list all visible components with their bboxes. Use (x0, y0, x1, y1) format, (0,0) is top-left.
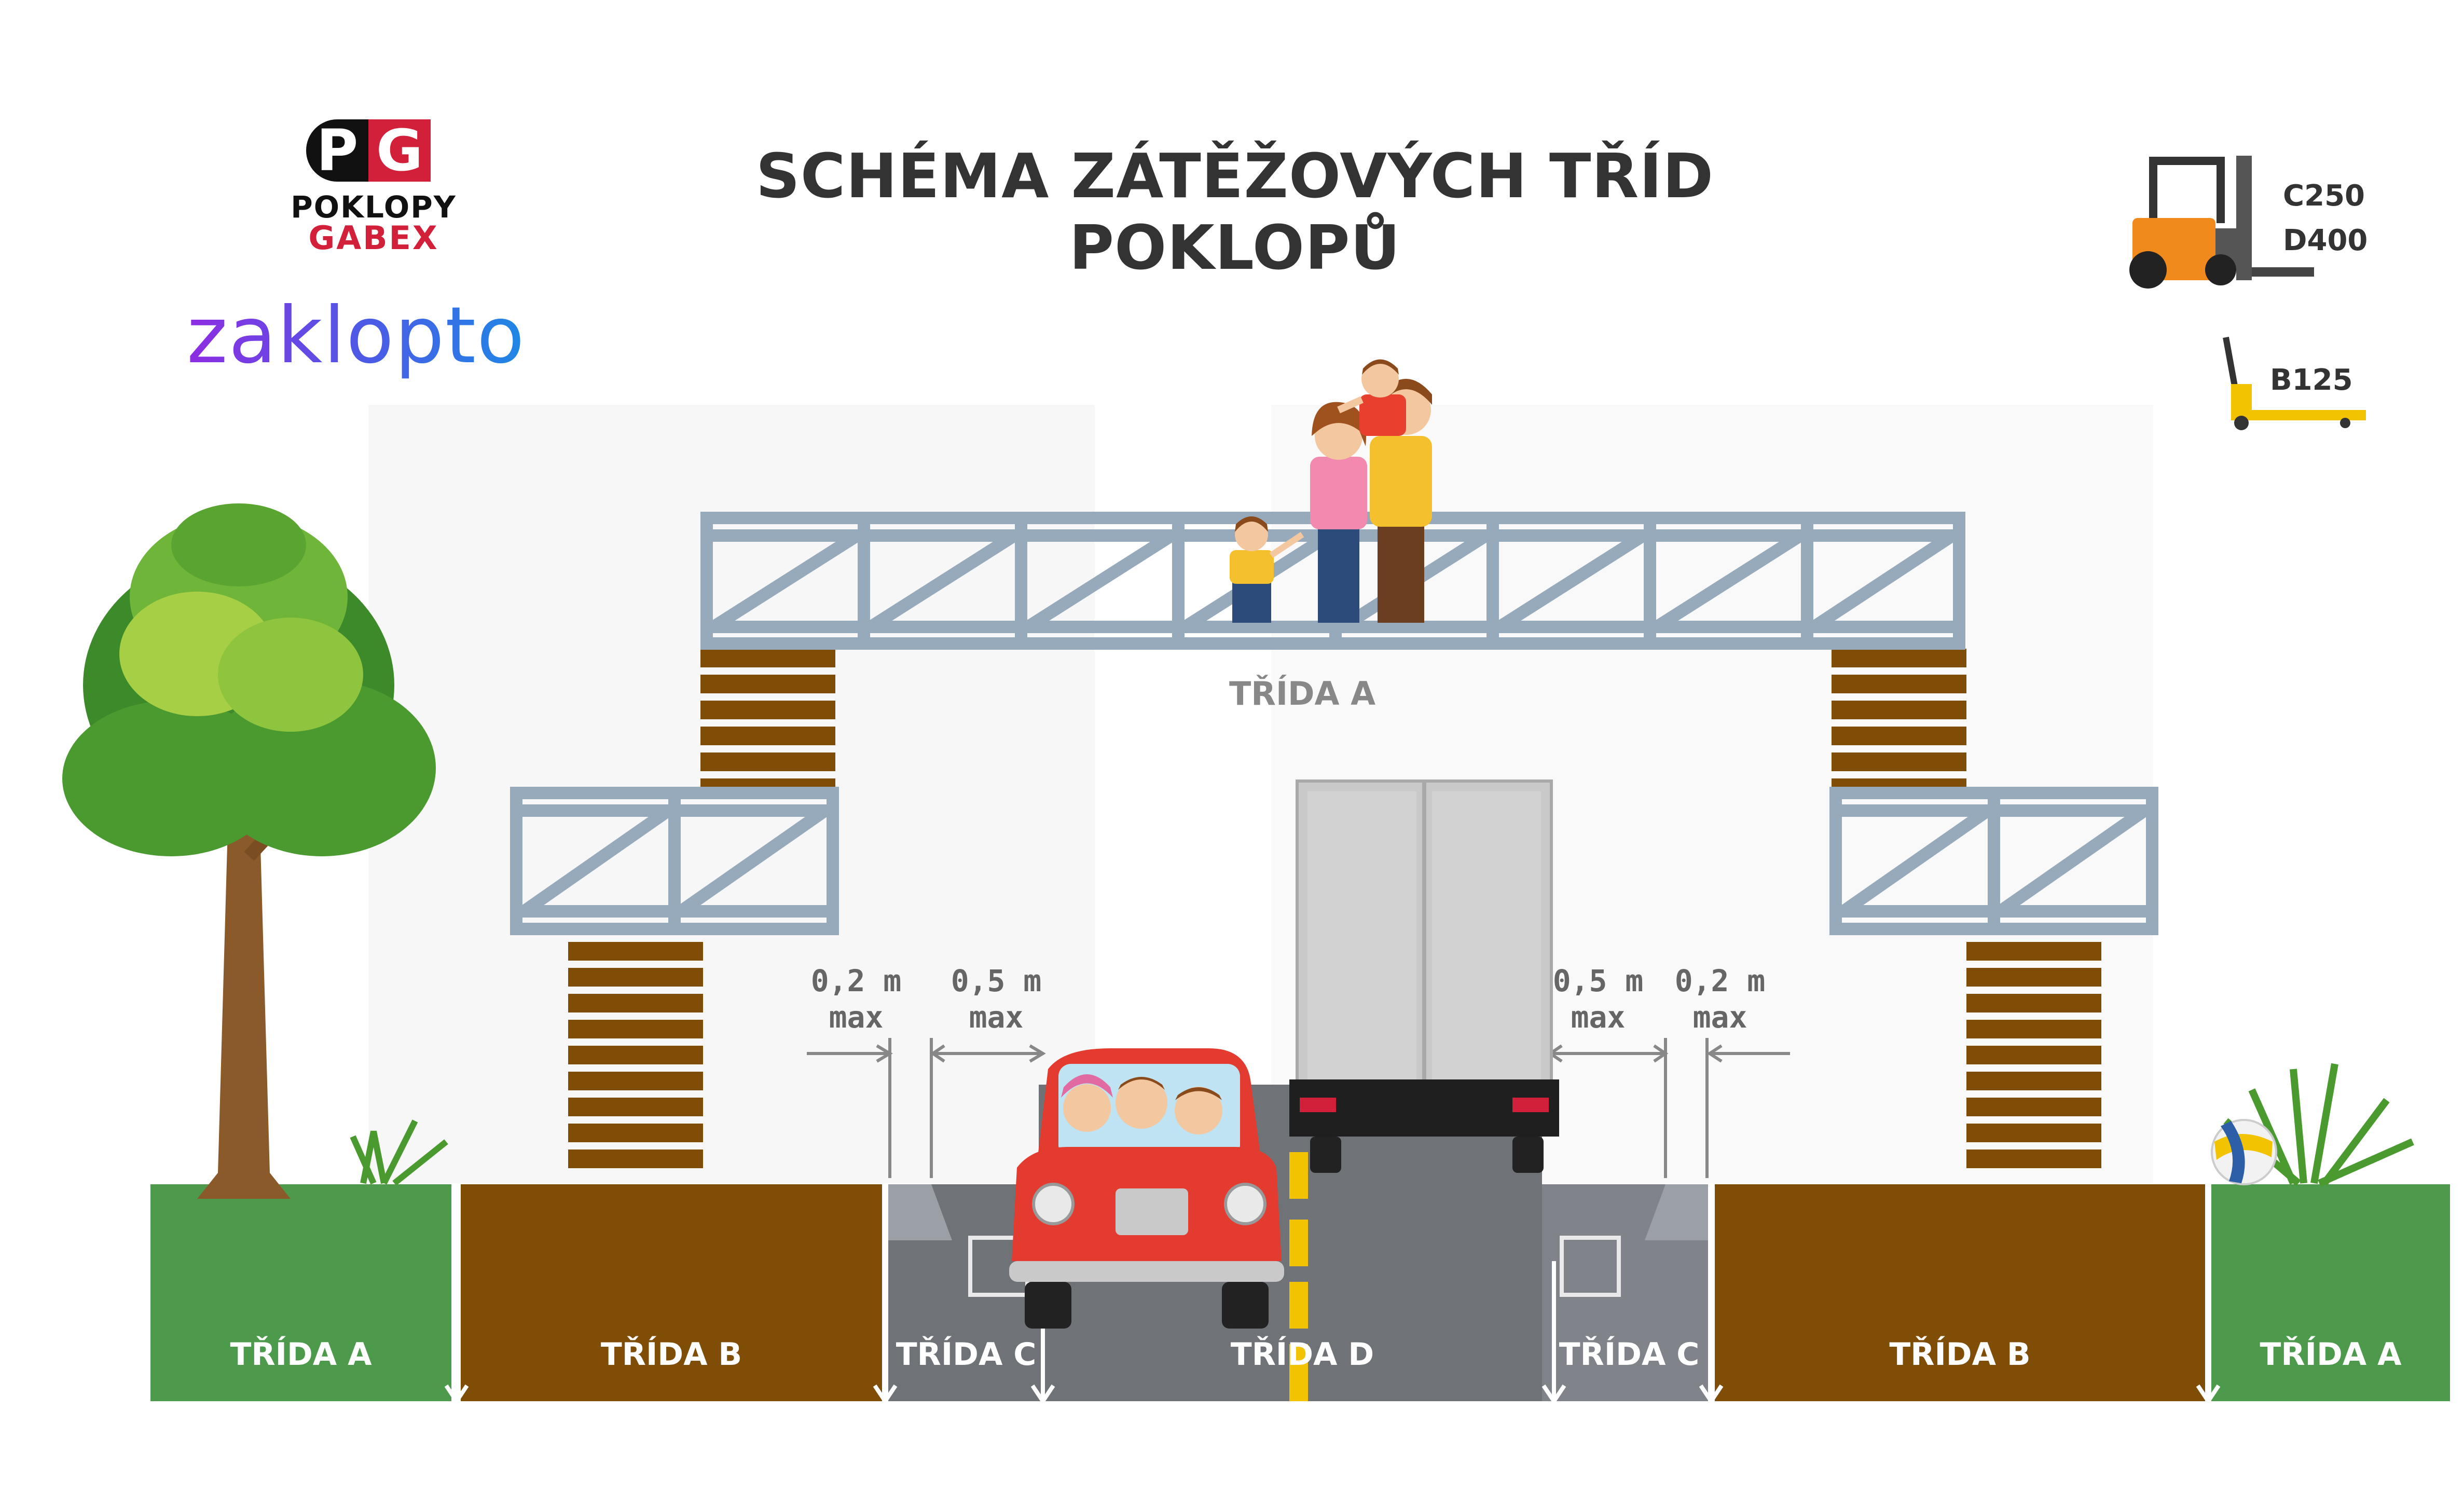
curb-right (1645, 1184, 1708, 1240)
poklopy-gabex-logo: P G POKLOPY GABEX (197, 83, 488, 270)
family-illustration (1230, 359, 1432, 623)
zone-label-curb-right: TŘÍDA C (1559, 1336, 1700, 1373)
page-title: SCHÉMA ZÁTĚŽOVÝCH TŘÍD POKLOPŮ (755, 140, 1714, 283)
pallet-truck-icon (2223, 336, 2366, 430)
zone-soil-right (1715, 1184, 2205, 1401)
car-illustration (1009, 1048, 1284, 1329)
zaklopto-logo: zaklopto (187, 291, 526, 381)
dimension-value: 0,2 m (1674, 963, 1766, 998)
zone-soil-left (461, 1184, 882, 1401)
dimension-value: 0,2 m (810, 963, 902, 998)
dimension-note: max (1571, 1000, 1626, 1035)
dimension-right-outer: 0,2 m max (1658, 963, 1782, 1035)
logo-text-poklopy: POKLOPY (291, 189, 457, 225)
stack-top-right (1832, 649, 1966, 792)
dimension-note: max (969, 1000, 1024, 1035)
ball-icon (2211, 1119, 2277, 1185)
zone-grass-left (150, 1184, 451, 1401)
zone-label-soil-right: TŘÍDA B (1889, 1336, 2031, 1373)
zone-label-grass-left: TŘÍDA A (230, 1336, 372, 1373)
logo-text-gabex: GABEX (308, 219, 439, 257)
dimension-left-outer: 0,2 m max (794, 963, 918, 1035)
logo-letter-p: P (306, 119, 368, 182)
zone-label-curb-left: TŘÍDA C (896, 1336, 1037, 1373)
legend-class-b125: B125 (2270, 363, 2353, 397)
dimension-note: max (829, 1000, 884, 1035)
ground-zones (150, 1085, 2450, 1401)
legend-forklift-classes: C250 D400 (2283, 174, 2367, 263)
dimension-value: 0,5 m (951, 963, 1042, 998)
zone-grass-right (2211, 1184, 2450, 1401)
zone-label-road: TŘÍDA D (1230, 1336, 1374, 1373)
dimension-note: max (1692, 1000, 1747, 1035)
dimension-left-inner: 0,5 m max (934, 963, 1058, 1035)
tree-illustration (62, 503, 448, 1199)
zone-label-grass-right: TŘÍDA A (2260, 1336, 2402, 1373)
legend-class-d400: D400 (2283, 224, 2368, 257)
dimension-right-inner: 0,5 m max (1536, 963, 1660, 1035)
logo-letter-g: G (368, 119, 431, 182)
stack-low-left (568, 942, 703, 1168)
stack-low-right (1966, 942, 2101, 1168)
bridge-class-label: TŘÍDA A (1229, 675, 1376, 713)
legend-class-c250: C250 (2283, 179, 2365, 213)
road-center-line (1289, 1152, 1308, 1401)
zone-label-soil-left: TŘÍDA B (600, 1336, 742, 1373)
truck-illustration (1289, 779, 1559, 1173)
dimension-value: 0,5 m (1552, 963, 1644, 998)
wooden-stacks (568, 649, 2101, 1168)
curb-left (888, 1184, 952, 1240)
truss-bridge-left (510, 787, 839, 935)
forklift-icon (2129, 156, 2314, 289)
manhole-right (1560, 1236, 1621, 1297)
truss-bridge-right (1829, 787, 2158, 935)
dimension-lines (807, 1038, 1790, 1178)
